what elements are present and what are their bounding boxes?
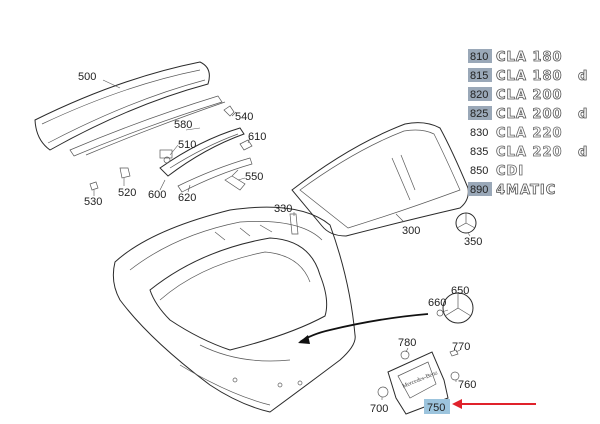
callout-550: 550: [245, 171, 263, 183]
spoiler-part-500: [34, 61, 210, 151]
red-arrow: [452, 399, 536, 409]
badge-row-835: 835 CLA 220 d: [470, 145, 588, 161]
code-highlight: [468, 49, 492, 63]
callout-350: 350: [464, 236, 482, 248]
code-highlight: [468, 68, 492, 82]
badge-code: 810: [470, 51, 488, 63]
badge-code: 850: [470, 165, 488, 177]
badge-row-810: 810 CLA 180: [468, 49, 563, 65]
badge-row-820: 820 CLA 200: [468, 87, 563, 103]
badge-model: CLA 220: [496, 126, 563, 141]
clip-540: [223, 105, 235, 117]
badge-model: CLA 220: [496, 145, 563, 160]
callout-530: 530: [84, 196, 102, 208]
trim-strip-580: [69, 95, 223, 157]
callout-510: 510: [178, 139, 196, 151]
badge-suffix: d: [578, 145, 588, 160]
callout-600: 600: [148, 189, 166, 201]
callout-660: 660: [428, 297, 446, 309]
badge-model: CDI: [496, 164, 524, 179]
badge-code: 835: [470, 146, 488, 158]
grommet-530: [89, 181, 99, 191]
badge-suffix: d: [578, 69, 588, 84]
grommet-760: [450, 371, 460, 381]
code-highlight: [468, 106, 492, 120]
code-highlight: [468, 182, 492, 196]
badge-code: 820: [470, 89, 488, 101]
light-780: [400, 350, 410, 360]
leader-lines: [93, 79, 471, 400]
badge-model: CLA 180: [496, 69, 563, 84]
trim-strip-line: [85, 101, 226, 156]
badge-row-815: 815 CLA 180 d: [468, 68, 588, 84]
badge-row-850: 850 CDI: [470, 164, 524, 180]
callout-520: 520: [118, 187, 136, 199]
badge-row-830: 830 CLA 220: [470, 126, 563, 142]
plate-text: Mercedes-Benz: [402, 370, 439, 390]
badge-model: 4MATIC: [496, 183, 556, 198]
callout-300: 300: [402, 225, 420, 237]
badge-model: CLA 200: [496, 107, 563, 122]
emblem-650: [442, 292, 474, 324]
callout-780: 780: [398, 337, 416, 349]
star-emblem-350: [455, 212, 477, 234]
callout-750-highlight: [424, 399, 450, 414]
callout-760: 760: [458, 379, 476, 391]
badge-code: 830: [470, 127, 488, 139]
callout-770: 770: [452, 341, 470, 353]
cable-550: [224, 169, 246, 191]
clip-660: [436, 309, 444, 317]
tailgate-panel: [112, 206, 356, 413]
callout-580: 580: [174, 119, 192, 131]
rear-window-300: [291, 122, 469, 237]
third-brake-light-600: [159, 127, 253, 193]
screw-770: [449, 349, 459, 357]
seal-330: [289, 213, 299, 235]
badge-code: 825: [470, 108, 488, 120]
callout-330: 330: [274, 203, 292, 215]
badge-row-890: 890 4MATIC: [468, 182, 556, 198]
badge-row-825: 825 CLA 200 d: [468, 106, 588, 122]
callout-650: 650: [451, 285, 469, 297]
badge-suffix: d: [578, 107, 588, 122]
black-arrow: [298, 313, 429, 344]
callout-500: 500: [78, 71, 96, 83]
callout-750: 750: [427, 402, 445, 414]
badge-model: CLA 180: [496, 50, 563, 65]
callout-540: 540: [235, 111, 253, 123]
callout-700: 700: [370, 403, 388, 415]
screw-610: [239, 139, 253, 151]
code-highlight: [468, 87, 492, 101]
badge-code: 815: [470, 70, 488, 82]
callout-620: 620: [178, 192, 196, 204]
badge-code: 890: [470, 184, 488, 196]
badge-model: CLA 200: [496, 88, 563, 103]
clip-520: [119, 167, 131, 179]
cap-700: [377, 386, 389, 398]
callout-610: 610: [248, 131, 266, 143]
